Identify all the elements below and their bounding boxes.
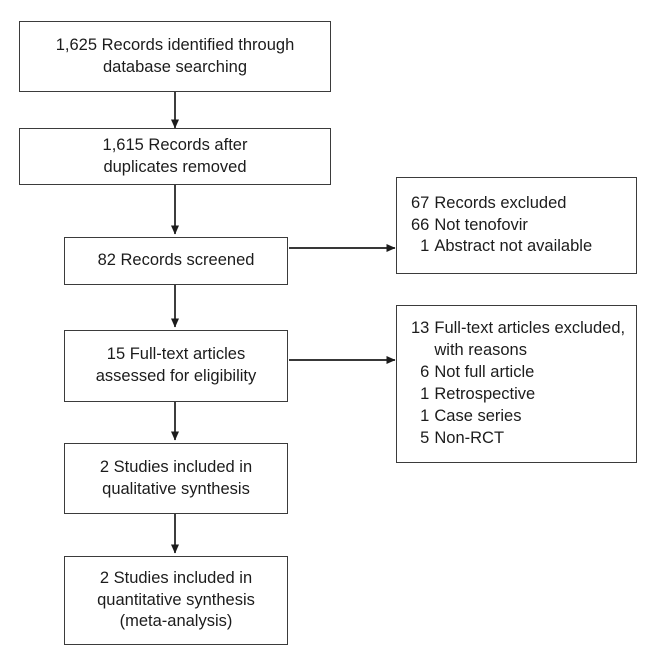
node-quantitative-synthesis: 2 Studies included in quantitative synth… (64, 556, 288, 645)
node-fulltext-assessed-label: 15 Full-text articles assessed for eligi… (95, 345, 257, 385)
exclusion-reason: Not full article (434, 363, 535, 382)
node-fulltext-assessed: 15 Full-text articles assessed for eligi… (64, 330, 288, 402)
exclusion-row: 6 Not full article (411, 362, 625, 384)
exclusion-row: 1 Abstract not available (411, 236, 592, 258)
exclusion-row: 66 Not tenofovir (411, 215, 592, 237)
exclusion-row: 1 Case series (411, 406, 625, 428)
exclusion-reason: Not tenofovir (434, 215, 528, 234)
exclusion-count: 1 (420, 406, 430, 425)
node-quantitative-synthesis-label: 2 Studies included in quantitative synth… (97, 568, 255, 631)
exclusion-reason: Abstract not available (434, 237, 593, 256)
exclusion-count: 66 (411, 215, 430, 234)
exclusion-reason: Case series (434, 406, 522, 425)
exclusion-row: 5 Non-RCT (411, 428, 625, 450)
exclusion-count: 6 (420, 363, 430, 382)
exclusion-count: 5 (420, 428, 430, 447)
records-excluded-list: 67 Records excluded 66 Not tenofovir 1 A… (411, 193, 592, 259)
node-records-identified-label: 1,625 Records identified through databas… (55, 35, 295, 76)
exclusion-count: 1 (420, 385, 430, 403)
node-records-after-duplicates: 1,615 Records after duplicates removed (19, 128, 331, 185)
node-qualitative-synthesis: 2 Studies included in qualitative synthe… (64, 443, 288, 514)
exclusion-count: 1 (420, 237, 430, 256)
exclusion-count: 67 (411, 193, 430, 212)
exclusion-reason: Retrospective (434, 385, 536, 403)
exclusion-reason: Non-RCT (434, 428, 505, 447)
node-fulltext-excluded: 13 Full-text articles excluded, with rea… (396, 305, 637, 463)
node-records-screened: 82 Records screened (64, 237, 288, 285)
exclusion-reason: Full-text articles excluded, with reason… (434, 319, 626, 360)
exclusion-reason: Records excluded (434, 193, 567, 212)
node-records-screened-label: 82 Records screened (97, 251, 255, 270)
node-records-excluded: 67 Records excluded 66 Not tenofovir 1 A… (396, 177, 637, 274)
exclusion-row: 67 Records excluded (411, 193, 592, 215)
node-records-identified: 1,625 Records identified through databas… (19, 21, 331, 92)
node-qualitative-synthesis-label: 2 Studies included in qualitative synthe… (99, 457, 253, 498)
exclusion-row: 13 Full-text articles excluded, with rea… (411, 318, 625, 362)
exclusion-count: 13 (411, 319, 430, 338)
node-records-after-duplicates-label: 1,615 Records after duplicates removed (102, 135, 248, 176)
fulltext-excluded-list: 13 Full-text articles excluded, with rea… (411, 318, 625, 450)
exclusion-row: 1 Retrospective (411, 384, 625, 406)
